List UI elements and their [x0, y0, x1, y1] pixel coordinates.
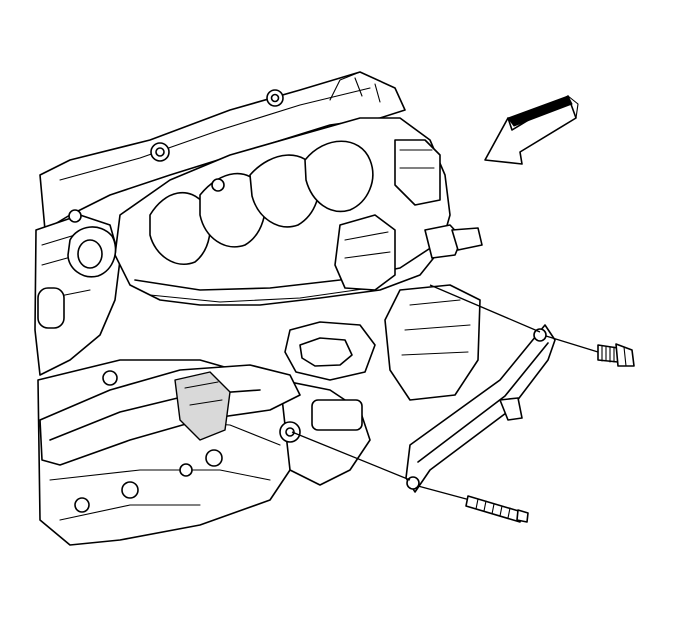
manifold-runner	[199, 172, 266, 248]
bracket-stud-hole	[406, 476, 420, 490]
bracket-bolt-hole	[533, 328, 547, 342]
stud-icon	[465, 495, 529, 523]
bracket-tab	[499, 397, 523, 421]
manifold-runner	[304, 140, 374, 213]
stud-guide-line	[291, 431, 411, 481]
coil-boss	[174, 371, 231, 441]
bolt-guide-line	[545, 335, 599, 353]
block-port	[37, 287, 65, 329]
center-assembly	[279, 284, 481, 443]
bolt-icon	[597, 343, 635, 367]
bolt-guide-line	[429, 284, 541, 333]
sensor-fitting	[311, 399, 363, 431]
rail-bolt	[121, 481, 139, 499]
rail-bolt	[179, 463, 193, 477]
rail-bolt	[74, 497, 90, 513]
arrow-icon	[484, 95, 579, 165]
valve-cover	[39, 364, 301, 513]
intake-manifold	[67, 89, 483, 306]
timing-cover	[384, 284, 481, 401]
rail-bolt	[102, 370, 118, 386]
outlet-fitting	[451, 227, 483, 251]
rail-bolt	[205, 449, 223, 467]
manifold-bolt	[68, 209, 82, 223]
stud-guide-line	[417, 485, 471, 501]
installation-guide-lines	[291, 284, 599, 501]
mounting-bracket	[405, 324, 556, 493]
manifold-bolt	[211, 178, 225, 192]
manifold-runner	[249, 154, 320, 228]
manifold-runner	[149, 191, 211, 265]
